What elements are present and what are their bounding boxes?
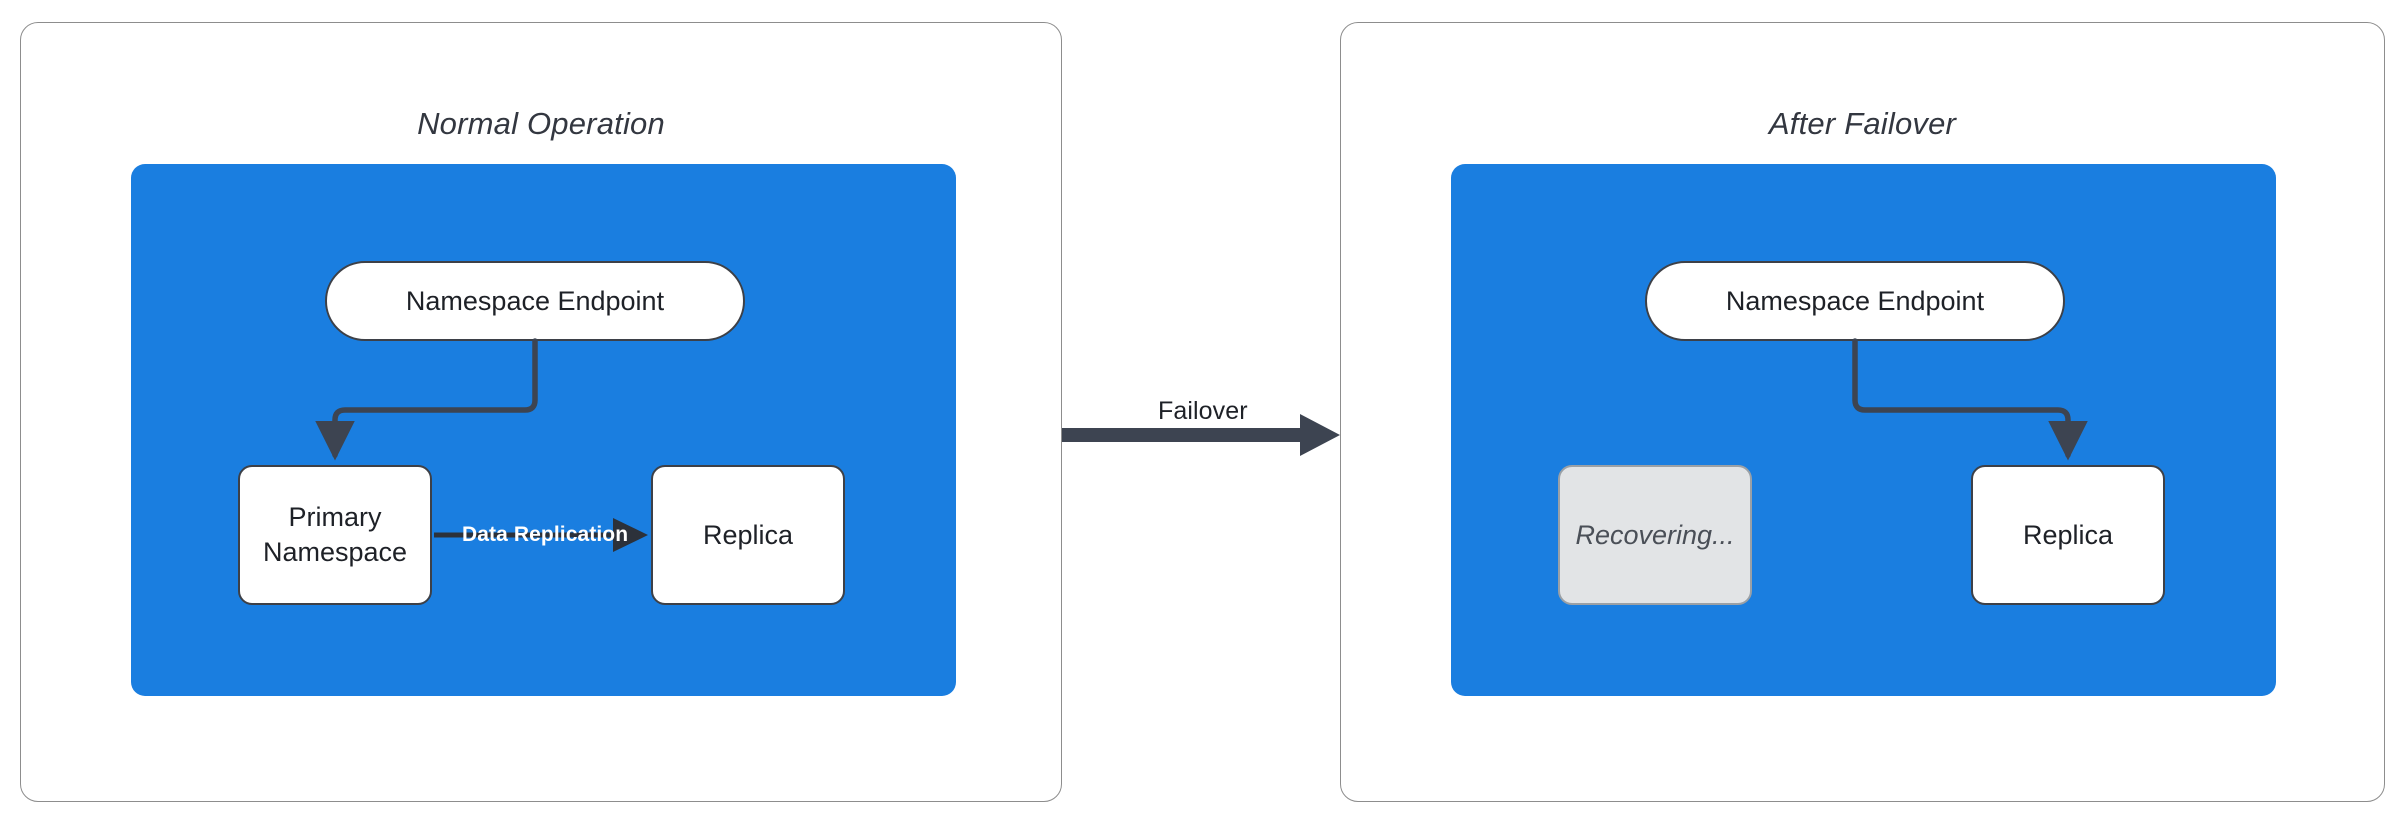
blue-region-after-failover xyxy=(1451,164,2276,696)
node-label-namespace-endpoint-right: Namespace Endpoint xyxy=(1725,285,1985,316)
blue-region-normal-operation xyxy=(131,164,956,696)
node-label-namespace-endpoint-left: Namespace Endpoint xyxy=(405,285,665,316)
node-label-primary-line2: Namespace xyxy=(262,537,408,567)
node-namespace-endpoint-left[interactable]: Namespace Endpoint xyxy=(325,261,745,341)
panel-normal-operation: Normal Operation xyxy=(20,22,1062,802)
panel-title-normal-operation: Normal Operation xyxy=(417,106,665,141)
node-label-replica-right: Replica xyxy=(2022,519,2114,550)
edge-label-data-replication: Data Replication xyxy=(462,523,629,546)
node-replica-right[interactable]: Replica xyxy=(1971,465,2165,605)
node-label-primary-line1: Primary xyxy=(288,502,382,533)
node-recovering[interactable]: Recovering... xyxy=(1558,465,1752,605)
node-namespace-endpoint-right[interactable]: Namespace Endpoint xyxy=(1645,261,2065,341)
panel-title-after-failover: After Failover xyxy=(1768,106,1957,141)
node-primary-namespace[interactable]: Primary Namespace xyxy=(238,465,432,605)
node-label-replica-left: Replica xyxy=(702,519,794,550)
node-replica-left[interactable]: Replica xyxy=(651,465,845,605)
node-label-recovering: Recovering... xyxy=(1575,519,1735,550)
panel-after-failover: After Failover xyxy=(1340,22,2385,802)
edge-label-failover: Failover xyxy=(1158,397,1248,425)
